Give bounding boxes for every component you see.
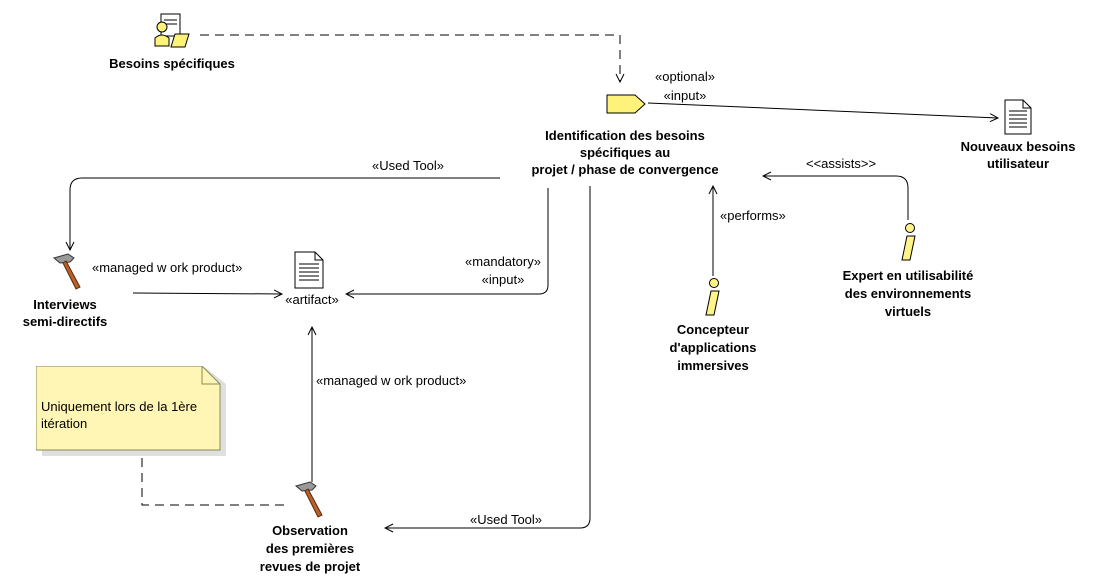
task-title-3: projet / phase de convergence — [531, 162, 719, 177]
expert-label-3: virtuels — [884, 304, 932, 319]
used-tool-bottom-label: «Used Tool» — [470, 512, 543, 527]
concepteur-label-3: immersives — [677, 358, 749, 373]
artifact-document-icon — [294, 251, 324, 289]
dashed-link-besoins — [200, 34, 620, 82]
observation-label-3: revues de projet — [259, 559, 361, 574]
assists-link — [763, 176, 909, 220]
task-title-2: spécifiques au — [579, 145, 671, 160]
observation-label-1: Observation — [272, 523, 348, 538]
task-title-1: Identification des besoins — [545, 128, 705, 143]
used-tool-link-bottom — [385, 186, 591, 528]
optional-label: «optional» — [655, 69, 715, 84]
input-label: «input» — [663, 88, 707, 103]
observation-label-2: des premières — [265, 541, 355, 556]
document-group-icon — [154, 13, 190, 48]
mandatory-input-label: «input» — [481, 272, 525, 287]
mandatory-input-link — [346, 188, 549, 294]
besoins-specifiques-label: Besoins spécifiques — [109, 56, 235, 71]
hammer-icon — [294, 481, 323, 518]
hammer-icon — [52, 253, 81, 290]
artifact-label: «artifact» — [285, 292, 339, 307]
managed-wp-label-2: «managed w ork product» — [316, 373, 467, 388]
role-icon — [705, 278, 720, 316]
mandatory-label: «mandatory» — [465, 254, 541, 269]
task-icon[interactable] — [605, 92, 649, 116]
nouveaux-besoins-2: utilisateur — [986, 156, 1050, 171]
note-shape — [36, 366, 226, 456]
assists-label: <<assists>> — [806, 156, 877, 171]
performs-label: «performs» — [720, 208, 786, 223]
expert-label-2: des environnements — [844, 286, 972, 301]
expert-label-1: Expert en utilisabilité — [842, 268, 974, 283]
used-tool-top-label: «Used Tool» — [372, 158, 445, 173]
managed-wp-link-1 — [132, 293, 282, 294]
interviews-label-1: Interviews — [33, 297, 97, 312]
role-icon — [901, 223, 916, 261]
nouveaux-besoins-1: Nouveaux besoins — [960, 139, 1076, 154]
output-link — [647, 102, 998, 118]
concepteur-label-2: d'applications — [669, 340, 757, 355]
note-dashed-link — [141, 458, 290, 506]
managed-wp-label-1: «managed w ork product» — [92, 260, 243, 275]
document-icon — [1004, 99, 1032, 135]
note-text: Uniquement lors de la 1ère itération — [41, 399, 198, 431]
interviews-label-2: semi-directifs — [22, 314, 108, 329]
used-tool-link-top — [70, 177, 500, 250]
concepteur-label-1: Concepteur — [676, 322, 750, 337]
